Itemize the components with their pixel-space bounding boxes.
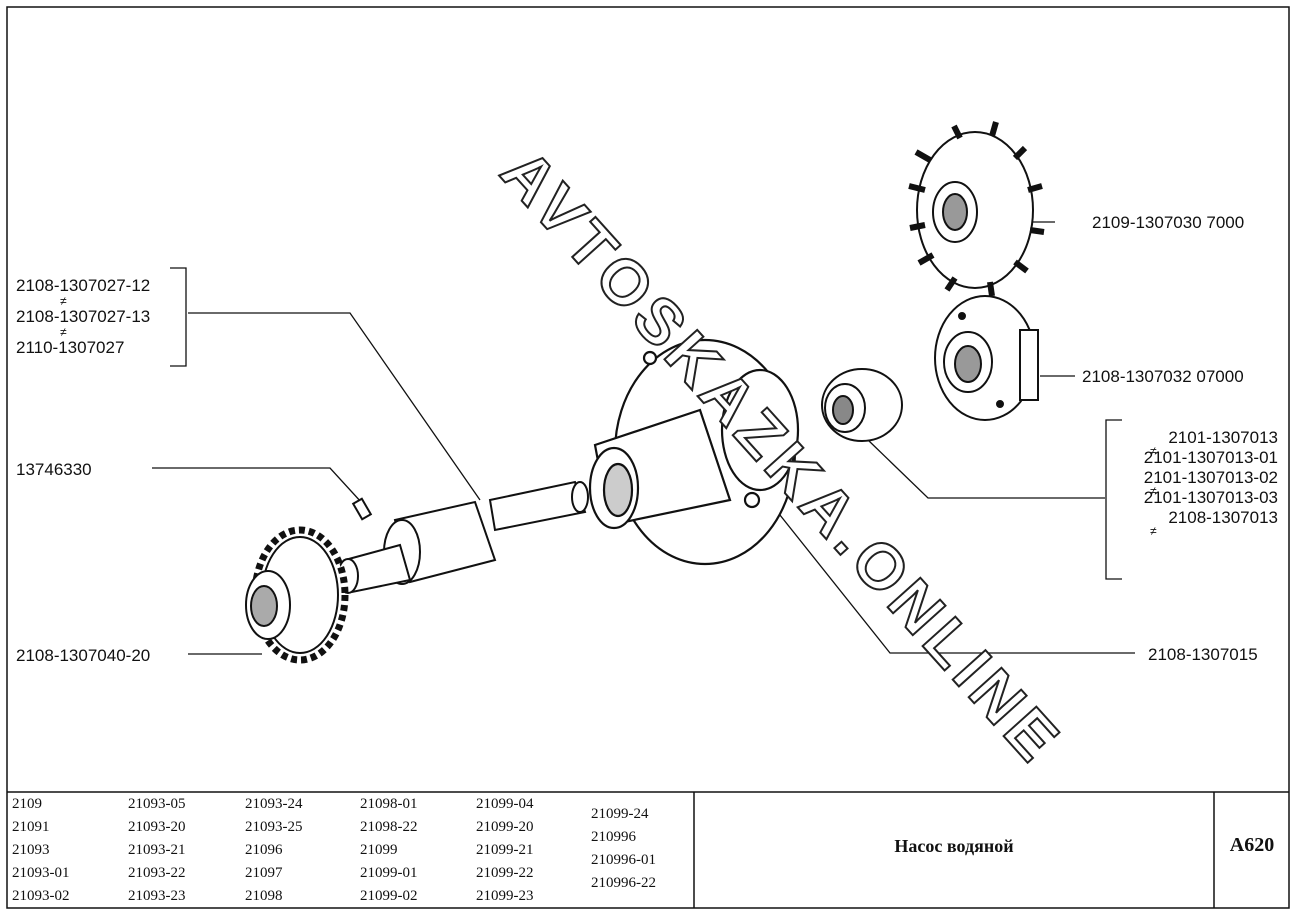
interchange-mark: ≠ — [1150, 524, 1157, 538]
label-seal-1: 2101-1307013 — [1168, 428, 1278, 447]
housing-drawing — [588, 338, 800, 566]
model-code: 21091 — [12, 819, 50, 835]
model-code: 21099 — [360, 842, 398, 858]
label-bearing-3: 2110-1307027 — [16, 338, 125, 357]
bracket-bearing — [170, 267, 187, 367]
leader-housing — [759, 489, 1135, 654]
label-pulley: 2108-1307040-20 — [16, 646, 151, 665]
interchange-mark: ≠ — [60, 294, 67, 308]
impeller-alt-drawing — [934, 295, 1039, 421]
model-column-2: 21093-05 21093-20 21093-21 21093-22 2109… — [128, 796, 186, 911]
model-code: 21098 — [245, 888, 283, 904]
model-code: 21093-02 — [12, 888, 70, 904]
model-code: 21098-22 — [360, 819, 418, 835]
model-code: 21096 — [245, 842, 283, 858]
pulley-drawing — [245, 526, 349, 664]
model-code: 21099-24 — [591, 806, 649, 822]
model-column-5: 21099-04 21099-20 21099-21 21099-22 2109… — [476, 796, 534, 911]
model-code: 21099-21 — [476, 842, 534, 858]
label-bearing-1: 2108-1307027-12 — [16, 276, 151, 295]
model-code: 21099-22 — [476, 865, 534, 881]
model-code: 21097 — [245, 865, 283, 881]
interchange-mark: ≠ — [1150, 444, 1157, 458]
model-column-3: 21093-24 21093-25 21096 21097 21098 — [245, 796, 303, 911]
label-seal-4: 2101-1307013-03 — [1143, 488, 1278, 507]
model-code: 21093-22 — [128, 865, 186, 881]
leader-seal — [867, 439, 1105, 499]
shaft-bearing-drawing — [337, 480, 589, 594]
label-impeller-alt: 2108-1307032 07000 — [1082, 367, 1244, 386]
model-code: 21093-25 — [245, 819, 303, 835]
interchange-mark: ≠ — [60, 325, 67, 339]
label-housing: 2108-1307015 — [1148, 645, 1258, 664]
leader-bearing — [188, 312, 481, 501]
model-code: 21099-04 — [476, 796, 534, 812]
bracket-seal — [1105, 419, 1122, 580]
model-code: 21093-23 — [128, 888, 186, 904]
model-column-6: 21099-24 210996 210996-01 210996-22 — [591, 806, 656, 898]
model-code: 21093-05 — [128, 796, 186, 812]
model-code: 21093 — [12, 842, 50, 858]
model-column-1: 2109 21091 21093 21093-01 21093-02 — [12, 796, 70, 911]
model-code: 21099-23 — [476, 888, 534, 904]
interchange-mark: ≠ — [1150, 484, 1157, 498]
model-code: 2109 — [12, 796, 42, 812]
model-code: 21099-20 — [476, 819, 534, 835]
label-seal-5: 2108-1307013 — [1168, 508, 1278, 527]
model-code: 21093-21 — [128, 842, 186, 858]
label-seal-stack: 2101-1307013 2101-1307013-01 2101-130701… — [1112, 428, 1278, 528]
model-code: 21098-01 — [360, 796, 418, 812]
label-seal-2: 2101-1307013-01 — [1143, 448, 1278, 467]
leader-screw — [152, 467, 363, 504]
model-code: 21099-02 — [360, 888, 418, 904]
seal-drawing — [821, 368, 903, 442]
impeller-drawing — [908, 121, 1045, 297]
model-code: 210996-22 — [591, 875, 656, 891]
label-impeller: 2109-1307030 7000 — [1092, 213, 1245, 232]
label-bearing-stack: 2108-1307027-12 2108-1307027-13 2110-130… — [16, 276, 150, 358]
model-code: 21093-01 — [12, 865, 70, 881]
screw-drawing — [351, 497, 373, 521]
model-code: 210996 — [591, 829, 636, 845]
sheet-frame — [6, 6, 1290, 909]
label-seal-3: 2101-1307013-02 — [1143, 468, 1278, 487]
label-bearing-2: 2108-1307027-13 — [16, 307, 151, 326]
model-code: 21093-20 — [128, 819, 186, 835]
drawing-code: A620 — [1229, 834, 1275, 856]
model-column-4: 21098-01 21098-22 21099 21099-01 21099-0… — [360, 796, 418, 911]
model-code: 21093-24 — [245, 796, 303, 812]
model-code: 210996-01 — [591, 852, 656, 868]
drawing-title: Насос водяной — [894, 836, 1014, 856]
label-screw: 13746330 — [16, 460, 92, 479]
model-code: 21099-01 — [360, 865, 418, 881]
